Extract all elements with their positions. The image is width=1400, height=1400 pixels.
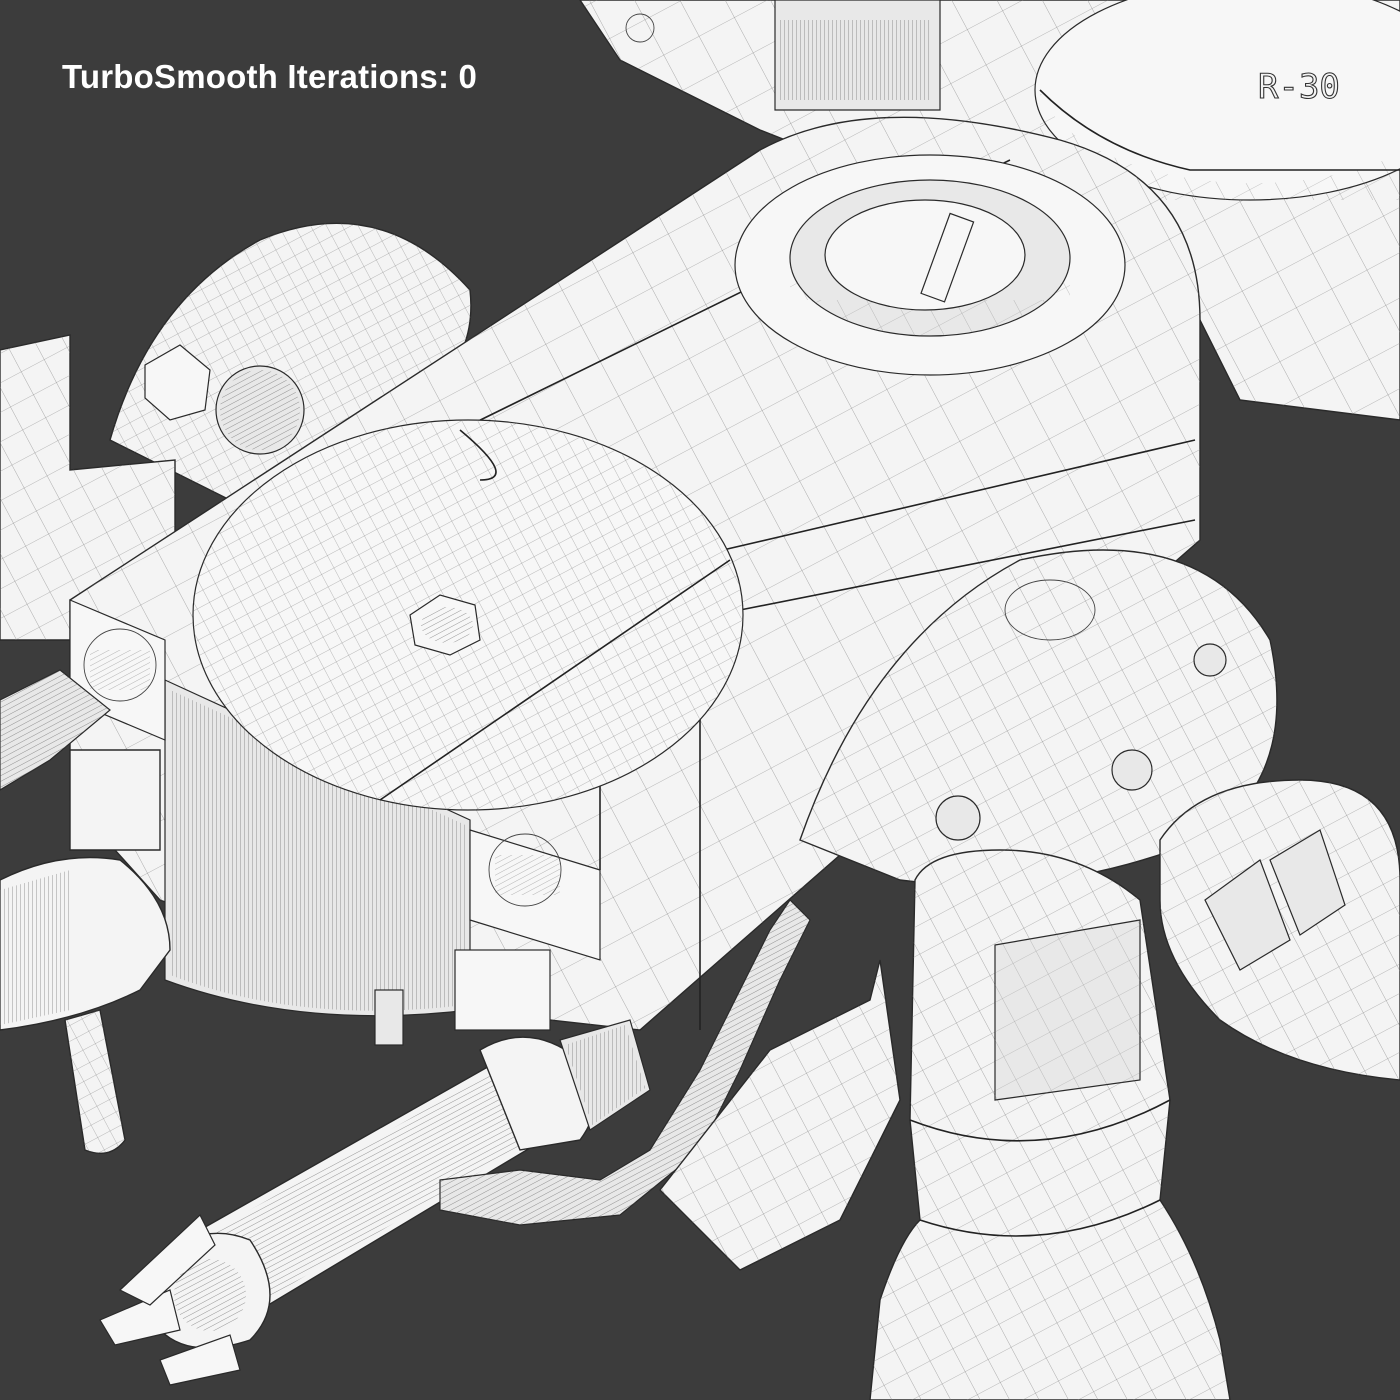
right-shoulder	[1159, 779, 1400, 1081]
left-lower-arm	[0, 749, 171, 1154]
main-dome	[164, 419, 744, 1017]
chain-links	[0, 669, 811, 1226]
side-vents	[69, 599, 601, 1046]
cannon	[99, 1019, 651, 1386]
lower-turret	[799, 549, 1278, 886]
hull-engraving: R-30	[1258, 67, 1340, 107]
right-leg	[869, 849, 1231, 1400]
fender	[659, 959, 901, 1271]
turbosmooth-label: TurboSmooth Iterations: 0	[62, 58, 478, 95]
top-hatch	[734, 154, 1126, 376]
